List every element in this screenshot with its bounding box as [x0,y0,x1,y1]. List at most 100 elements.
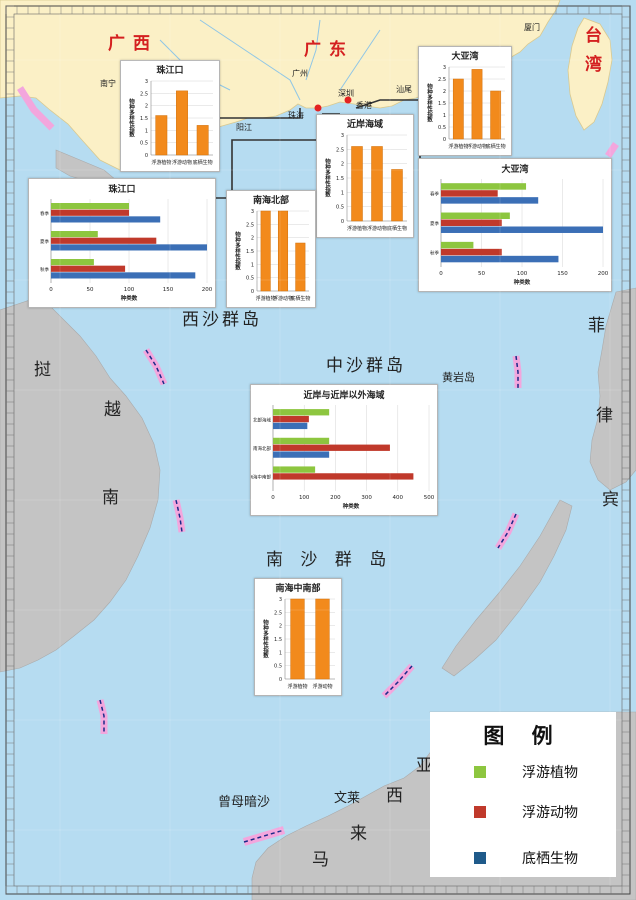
x-tick-label: 150 [163,287,174,293]
x-axis-label: 种类数 [120,294,138,302]
y-tick-label: 0 [251,289,254,295]
chart-title: 大亚湾 [451,50,478,62]
label-lao: 挝 [34,360,51,380]
y-tick-label: 2 [341,162,344,168]
y-tick-label: 2 [251,236,254,242]
label-nansha: 南 沙 群 岛 [266,550,393,570]
legend-swatch-phytoplankton [474,766,486,778]
legend-label-phytoplankton: 浮游植物 [522,765,578,781]
y-tick-label: 1 [341,190,344,196]
y-tick-label: 1.5 [246,249,254,255]
y-tick-label: 2.5 [336,147,344,153]
label-xisha: 西沙群岛 [182,310,262,330]
bar-浮游动物-春季 [51,209,129,216]
bar-底栖生物 [295,242,306,292]
x-tick-label: 50 [87,287,94,293]
x-tick-label: 0 [271,495,275,501]
legend-label-zooplankton: 浮游动物 [522,805,578,821]
x-tick-label: 浮游植物 [151,159,171,166]
x-tick-label: 500 [424,495,435,501]
y-tick-label: 1.5 [274,637,282,643]
label-xi: 西 [386,786,403,806]
bar-浮游植物 [290,598,305,680]
bar-底栖生物-秋季 [51,272,196,279]
y-axis-label: 物种多样性指数 [426,83,434,124]
x-tick-label: 150 [557,271,568,277]
bar-浮游动物 [277,210,289,292]
y-tick-label: 0.5 [140,141,148,147]
chart-title: 大亚湾 [501,163,528,175]
land-indochina [0,299,161,673]
legend-title: 图 例 [483,724,563,748]
bar-底栖生物 [490,90,502,140]
label-shenzhen: 深圳 [338,89,354,98]
y-tick-label: 1 [279,650,282,656]
y-tick-label: 0 [443,137,446,143]
label-huangyan: 黄岩岛 [442,371,475,384]
label-nanning: 南宁 [100,79,116,88]
x-tick-label: 200 [330,495,341,501]
legend-swatch-zooplankton [474,806,486,818]
chart-title: 近岸与近岸以外海域 [303,389,384,401]
bar-浮游植物-夏季 [51,231,98,238]
label-lv: 律 [596,406,613,426]
bar-底栖生物-秋季 [441,255,559,263]
chart-offshore-species: 近岸与近岸以外海域0100200300400500种类数北部海域南海北部南海中南… [250,384,438,516]
y-axis-label: 物种多样性指数 [128,98,136,139]
y-tick-label: 春季 [40,210,49,217]
y-tick-label: 南海北部 [253,445,271,452]
label-guangzhou: 广州 [292,69,308,78]
bar-浮游动物-春季 [441,190,498,197]
bar-浮游植物-春季 [441,183,527,190]
x-tick-label: 浮游动物 [172,159,192,166]
y-tick-label: 1 [145,128,148,134]
bar-底栖生物-南海北部 [273,451,330,458]
x-tick-label: 400 [393,495,404,501]
label-hongkong: 香港 [356,101,372,110]
y-axis-label: 物种多样性指数 [324,158,332,199]
label-fei: 菲 [588,316,605,336]
y-tick-label: 1.5 [336,176,344,182]
y-tick-label: 0.5 [246,276,254,282]
bar-底栖生物-春季 [441,197,539,204]
y-tick-label: 1.5 [438,101,446,107]
y-tick-label: 3 [341,133,344,139]
y-tick-label: 秋季 [430,249,439,256]
bar-浮游动物 [471,69,483,140]
x-tick-label: 底栖生物 [193,159,213,166]
chart-svg: 南海中南部物种多样性指数00.511.522.53浮游植物浮游动物 [262,582,335,690]
x-tick-label: 浮游动物 [312,683,332,690]
y-tick-label: 0.5 [336,205,344,211]
bar-浮游植物 [260,210,271,292]
label-shanwei: 汕尾 [396,85,412,94]
y-tick-label: 1 [443,113,446,119]
chart-svg: 近岸海域物种多样性指数00.511.522.53浮游植物浮游动物底栖生物 [324,118,407,232]
bar-浮游植物 [351,146,363,222]
y-tick-label: 0 [341,219,344,225]
y-tick-label: 北部海域 [253,416,271,423]
y-tick-label: 2.5 [274,610,282,616]
x-tick-label: 100 [517,271,528,277]
legend-swatch-benthos [474,852,486,864]
label-yangjiang: 阳江 [236,123,252,132]
bar-底栖生物-北部海域 [273,422,308,430]
bar-浮游动物-南海中南部 [273,473,414,480]
x-tick-label: 底栖生物 [486,143,506,150]
y-tick-label: 3 [145,79,148,85]
y-tick-label: 1 [251,262,254,268]
legend-label-benthos: 底栖生物 [522,851,578,867]
chart-title: 南海北部 [253,194,289,206]
x-tick-label: 0 [439,271,443,277]
x-tick-label: 300 [361,495,372,501]
label-ma: 马 [312,850,329,870]
bar-底栖生物-夏季 [441,226,603,233]
chart-svg: 珠江口物种多样性指数00.511.522.53浮游植物浮游动物底栖生物 [128,64,213,166]
label-taiwan: 台湾 [581,26,601,84]
label-bin: 宾 [602,490,619,510]
chart-title: 珠江口 [156,64,183,76]
